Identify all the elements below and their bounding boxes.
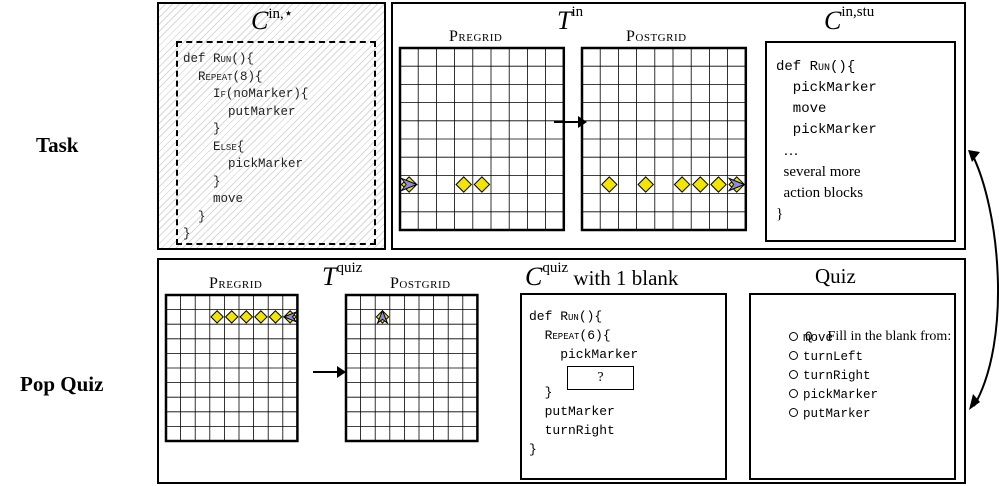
- radio-circle-icon[interactable]: [789, 350, 798, 360]
- task-solution-code-block: def Run(){ Repeat(8){ If(noMarker){ putM…: [176, 41, 376, 245]
- task-student-code-lines: def Run(){ pickMarker move pickMarker … …: [776, 57, 877, 225]
- quiz-grid-title: Tquiz: [322, 260, 363, 291]
- student-code-line: action blocks: [776, 185, 864, 201]
- quiz-row-panel: Tquiz Pregrid Postgrid Cquiz with 1 blan…: [157, 258, 966, 484]
- marker-icon: [673, 176, 691, 193]
- code-line: }: [183, 209, 206, 224]
- quiz-option[interactable]: move: [789, 327, 878, 346]
- task-pregrid-label: Pregrid: [449, 28, 503, 45]
- code-line: Repeat(6){: [544, 328, 611, 343]
- code-keyword: Run: [560, 309, 579, 324]
- code-line: }: [529, 442, 537, 457]
- task-row-label: Task: [36, 133, 79, 157]
- quiz-question-prefix: Q.: [805, 330, 821, 344]
- marker-icon: [600, 176, 618, 193]
- quiz-code-title: Cquiz with 1 blank: [525, 260, 679, 291]
- avatar-arrow-icon: [376, 309, 389, 325]
- task-postgrid-label: Postgrid: [626, 28, 687, 45]
- code-keyword: Repeat: [198, 69, 233, 84]
- code-line: }: [183, 227, 191, 241]
- task-quiz-link-arrow: [968, 150, 999, 410]
- task-grid-title: Tin: [557, 4, 584, 35]
- avatar-arrow-icon: [282, 310, 298, 323]
- code-keyword: Repeat: [544, 328, 580, 343]
- quiz-postgrid-label: Postgrid: [390, 275, 451, 292]
- code-keyword: If: [213, 87, 226, 101]
- task-solution-code-lines: def Run(){ Repeat(8){ If(noMarker){ putM…: [183, 51, 308, 244]
- quiz-option[interactable]: putMarker: [789, 403, 878, 422]
- quiz-code-lines: def Run(){ Repeat(6){ pickMarker } putMa…: [529, 307, 638, 459]
- quiz-transform-arrow: [313, 366, 346, 378]
- marker-icon: [455, 176, 473, 193]
- student-code-line: several more: [776, 164, 861, 180]
- quiz-pregrid: [164, 293, 299, 443]
- code-line: def Run(){: [529, 309, 603, 324]
- quiz-question: Q. Fill in the blank from:: [760, 308, 951, 366]
- marker-icon: [268, 310, 283, 324]
- quiz-option[interactable]: turnRight: [789, 365, 878, 384]
- task-transform-arrow: [554, 116, 587, 128]
- marker-icon: [210, 310, 224, 324]
- task-solution-code-title: Cin,⋆: [251, 6, 294, 35]
- code-line: }: [529, 385, 553, 400]
- avatar-arrow-icon: [727, 177, 746, 192]
- quiz-option[interactable]: turnLeft: [789, 346, 878, 365]
- quiz-pregrid-label: Pregrid: [209, 275, 263, 292]
- code-line: putMarker: [529, 404, 615, 419]
- code-keyword: Else: [213, 139, 237, 154]
- task-pregrid: [398, 46, 566, 232]
- student-code-line: pickMarker: [776, 80, 877, 96]
- radio-circle-icon[interactable]: [789, 331, 798, 341]
- task-solution-code-panel: Cin,⋆ def Run(){ Repeat(8){ If(noMarker)…: [157, 2, 386, 250]
- marker-icon: [473, 176, 491, 193]
- marker-icon: [239, 310, 254, 324]
- code-line: turnRight: [529, 423, 615, 438]
- quiz-postgrid: [344, 293, 479, 443]
- code-keyword: Run: [809, 59, 831, 75]
- code-keyword: Run: [213, 52, 232, 66]
- code-line: pickMarker: [183, 157, 304, 171]
- code-line: }: [183, 174, 221, 189]
- marker-icon: [691, 176, 709, 193]
- code-line: def Run(){: [183, 52, 254, 66]
- task-student-code-box: def Run(){ pickMarker move pickMarker … …: [765, 41, 956, 242]
- code-line: }: [183, 122, 221, 136]
- link-arrowhead-bottom: [969, 394, 980, 410]
- code-line: Else{: [213, 139, 245, 154]
- code-line: putMarker: [183, 104, 296, 119]
- student-code-line: }: [776, 206, 784, 222]
- code-line: move: [183, 192, 244, 206]
- task-postgrid: [580, 46, 748, 232]
- student-code-line: …: [776, 143, 799, 159]
- code-line: Repeat(8){: [198, 69, 263, 84]
- marker-icon: [637, 176, 655, 193]
- marker-icon: [710, 176, 727, 193]
- quiz-question-text: Fill in the blank from:: [827, 329, 952, 344]
- student-code-line: move: [776, 101, 827, 117]
- student-code-line: def Run(){: [776, 59, 856, 75]
- marker-icon: [254, 310, 268, 324]
- quiz-blank-slot[interactable]: ?: [567, 366, 634, 390]
- task-student-code-title: Cin,stu: [824, 4, 875, 35]
- code-line: pickMarker: [529, 347, 639, 362]
- marker-icon: [224, 310, 239, 324]
- radio-circle-icon[interactable]: [789, 388, 798, 398]
- quiz-option[interactable]: pickMarker: [789, 384, 878, 403]
- task-grid-panel: Tin Pregrid Postgrid Cin,stu def Run(){ …: [391, 2, 966, 250]
- radio-circle-icon[interactable]: [789, 407, 798, 417]
- student-code-line: pickMarker: [776, 122, 877, 138]
- quiz-code-box: def Run(){ Repeat(6){ pickMarker } putMa…: [520, 293, 727, 480]
- link-arrowhead-top: [968, 150, 980, 162]
- pop-quiz-row-label: Pop Quiz: [20, 372, 104, 396]
- quiz-title: Quiz: [815, 264, 856, 288]
- radio-circle-icon[interactable]: [789, 369, 798, 379]
- avatar-arrow-icon: [399, 177, 419, 192]
- code-line: If(noMarker){: [213, 87, 309, 101]
